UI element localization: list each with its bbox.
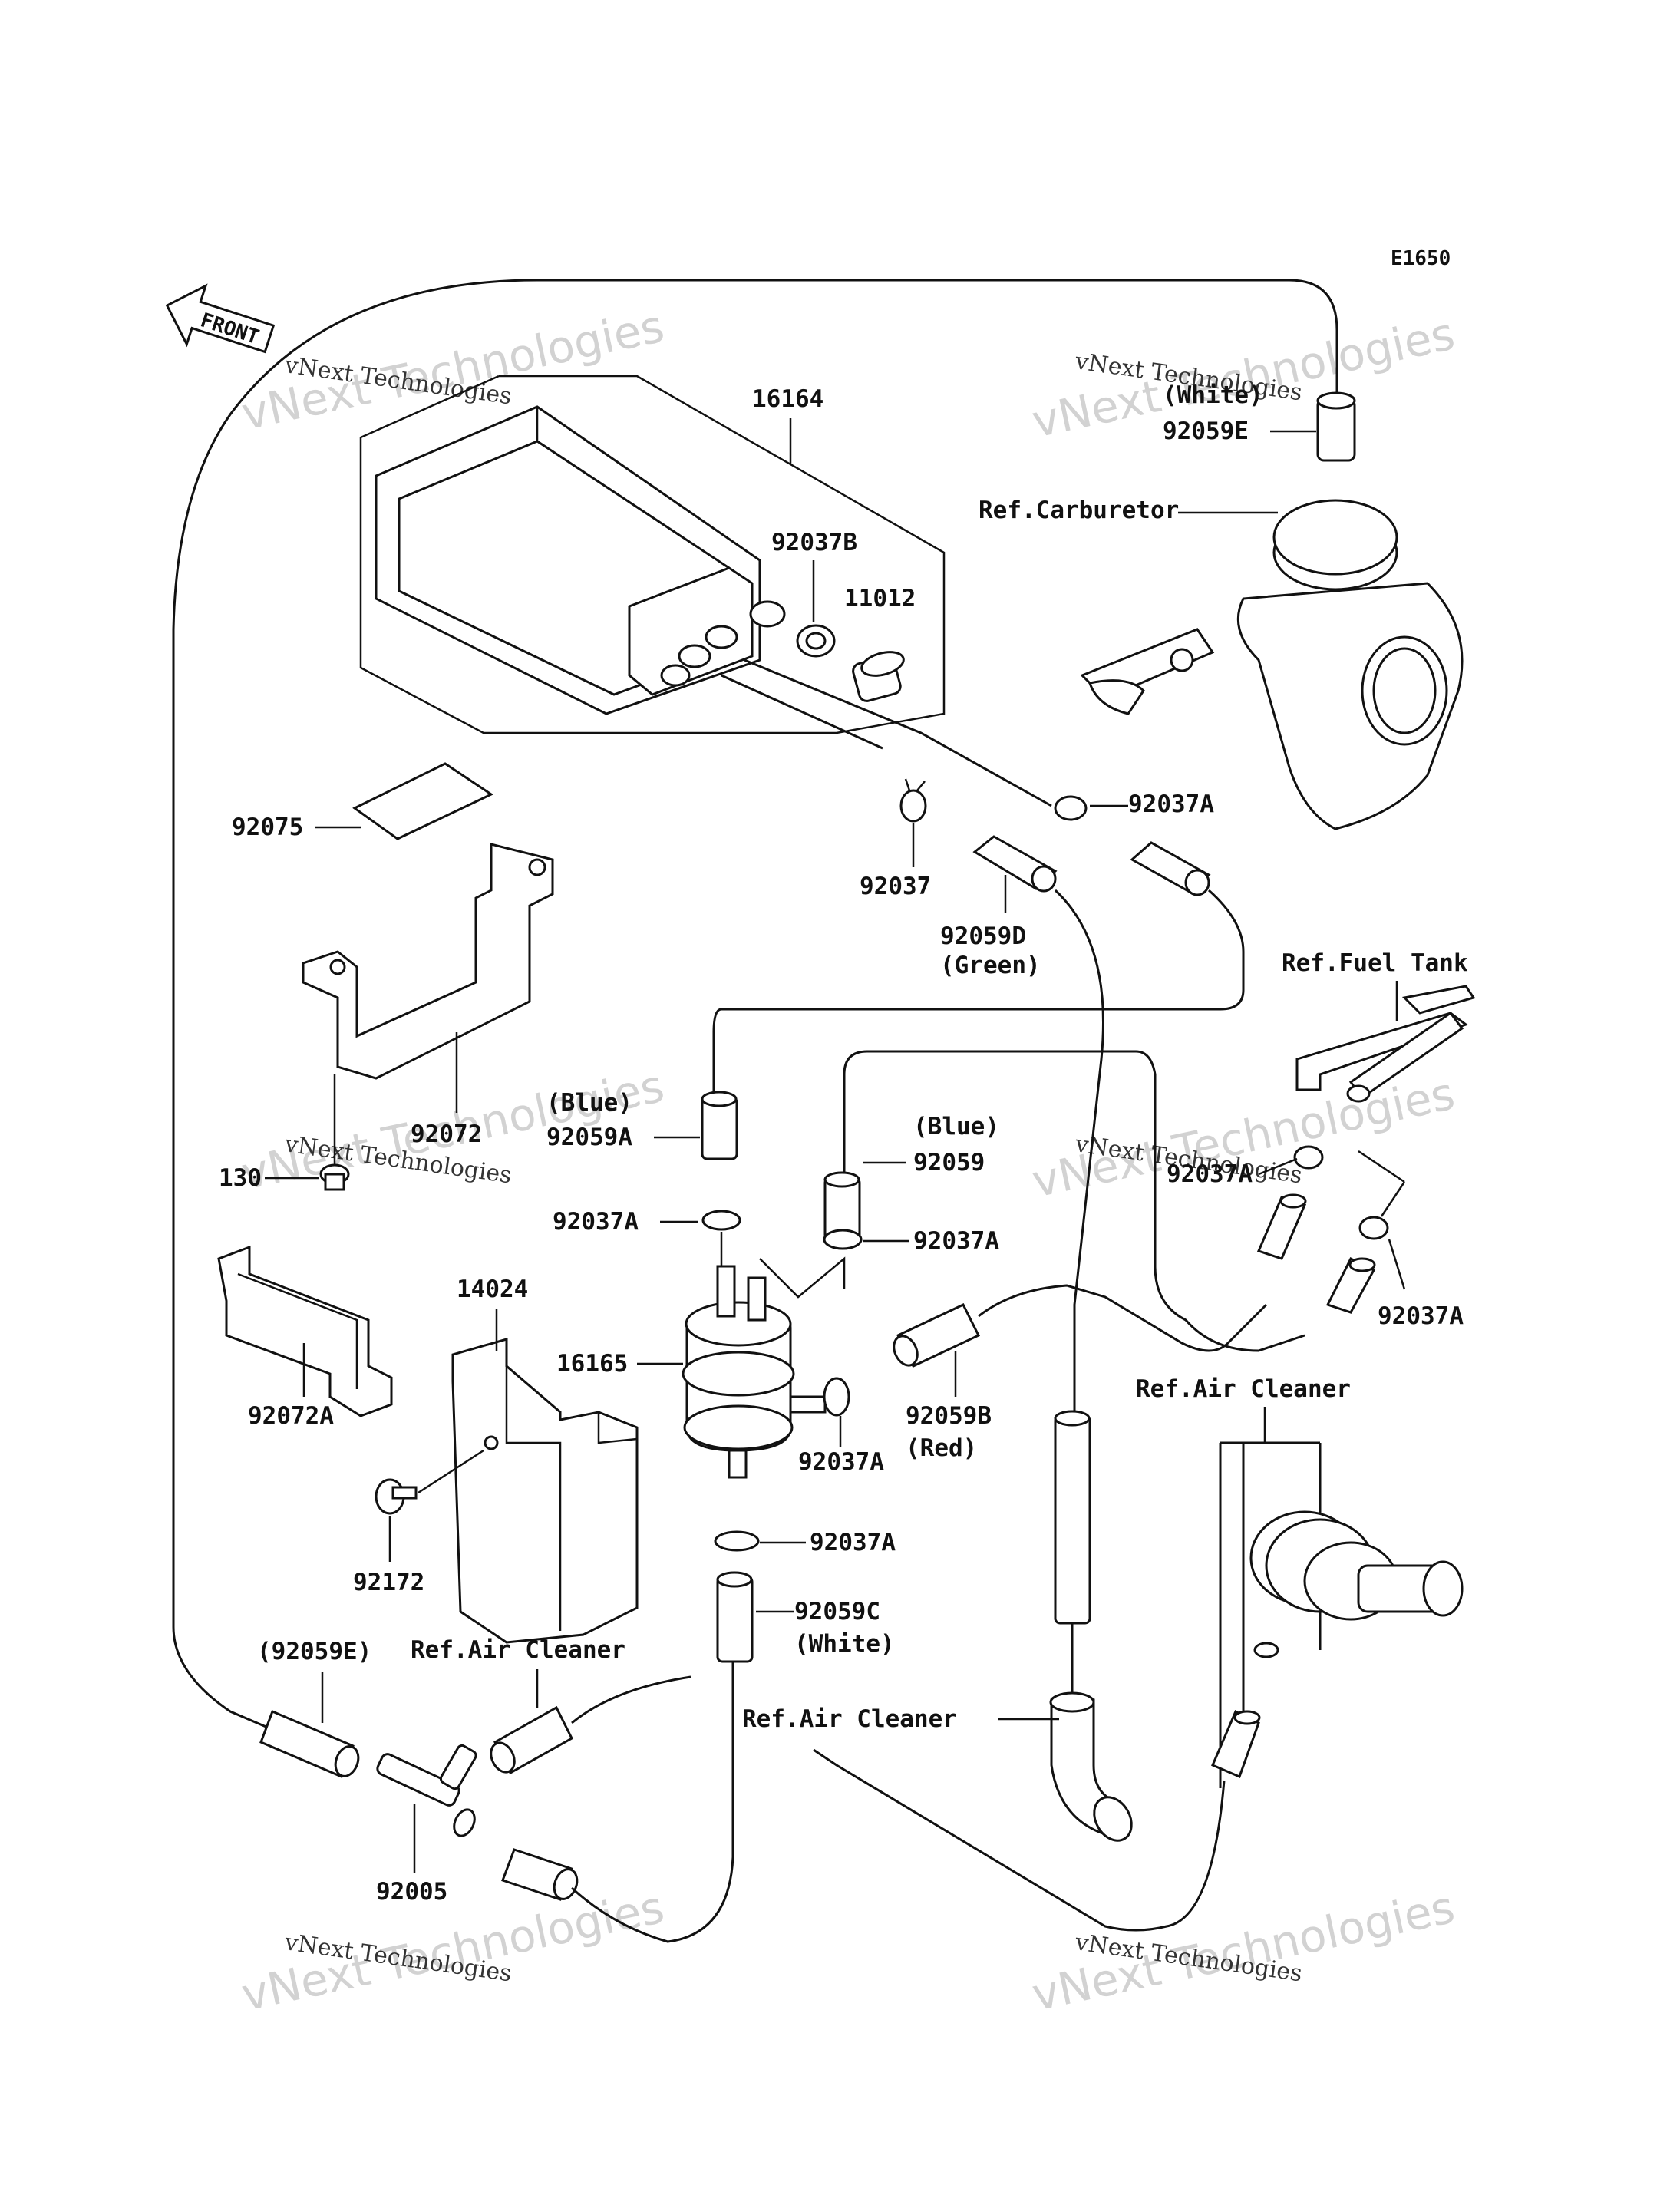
fuel-pump-16165 <box>682 1265 827 1479</box>
cover-14024 <box>451 1338 639 1644</box>
label-92037A-pump: 92037A <box>798 1448 884 1476</box>
label-92059A: 92059A <box>546 1124 632 1151</box>
hose-92059 <box>823 1171 861 1241</box>
clamp-92037A-pump <box>823 1377 850 1417</box>
hose-bottom-left <box>501 1848 579 1901</box>
clamp-92037A-lower <box>714 1530 760 1552</box>
canister-16164 <box>375 405 786 715</box>
label-16165: 16165 <box>556 1350 628 1378</box>
hose-canister-to-92037 <box>721 674 883 750</box>
front-arrow-icon: FRONT <box>165 283 276 354</box>
ref-carburetor: Ref.Carburetor <box>979 497 1179 524</box>
label-130: 130 <box>219 1164 262 1192</box>
hose-air-cleaner-left <box>490 1705 573 1775</box>
hose-air-cleaner-bottom <box>813 1748 1226 1932</box>
hose-fueltank-2 <box>1325 1256 1376 1314</box>
label-92037: 92037 <box>860 873 931 900</box>
label-92059D: 92059D <box>940 922 1026 950</box>
fuel-tank-fitting <box>1295 985 1476 1103</box>
label-16164: 16164 <box>752 385 823 413</box>
clamp-92037A-fueltank <box>1293 1145 1389 1240</box>
hose-92059-right <box>1135 1050 1305 1352</box>
hose-canister-to-92037A <box>744 658 1052 807</box>
hose-92059D <box>972 835 1058 893</box>
hose-92059B-line <box>978 1284 1268 1352</box>
bolt-130 <box>319 1074 350 1191</box>
hose-92059A <box>701 1091 738 1160</box>
label-92037B: 92037B <box>771 529 857 556</box>
air-cleaner-right <box>1219 1441 1464 1788</box>
label-92072: 92072 <box>411 1120 482 1148</box>
clamp-92037A-mid <box>823 1229 863 1250</box>
ref-air-cleaner-right: Ref.Air Cleaner <box>1136 1375 1351 1403</box>
label-92072A: 92072A <box>248 1402 334 1430</box>
diagram-code: E1650 <box>1391 247 1451 270</box>
label-92059E-paren: (92059E) <box>257 1638 371 1665</box>
bracket-92072 <box>302 843 554 1080</box>
label-14024: 14024 <box>457 1276 528 1303</box>
label-11012: 11012 <box>844 585 916 612</box>
label-92037A-fueltank2: 92037A <box>1378 1302 1464 1330</box>
hose-fueltank-1 <box>1256 1193 1307 1260</box>
hose-air-cleaner-right <box>1211 1709 1261 1779</box>
ref-air-cleaner-left: Ref.Air Cleaner <box>411 1636 625 1664</box>
label-92059D-color: (Green) <box>940 952 1041 979</box>
clamp-92037B <box>796 624 836 658</box>
hose-long-vertical <box>1054 1410 1091 1625</box>
carburetor <box>1080 499 1464 830</box>
hose-92059-loop <box>843 1050 1136 1178</box>
hose-canister-down <box>1054 889 1104 1412</box>
hose-92059B <box>893 1303 981 1368</box>
hose-92059E-bottom <box>259 1710 360 1778</box>
pad-92075 <box>352 762 494 840</box>
ref-air-cleaner-bottom: Ref.Air Cleaner <box>742 1705 957 1733</box>
hose-piece-right <box>1130 841 1211 896</box>
ref-fuel-tank: Ref.Fuel Tank <box>1282 949 1468 977</box>
strap-92072A <box>217 1245 393 1417</box>
screw-92172 <box>375 1478 418 1515</box>
label-92059C-color: (White) <box>794 1630 895 1658</box>
label-92037A-left: 92037A <box>553 1208 639 1236</box>
label-92059: 92059 <box>913 1149 985 1177</box>
label-92059E-color: (White) <box>1163 381 1263 409</box>
elbow-air-cleaner <box>1049 1691 1133 1842</box>
label-92037A-mid: 92037A <box>913 1227 999 1255</box>
label-92059E: 92059E <box>1163 417 1249 445</box>
tee-joint-92005 <box>376 1744 477 1837</box>
label-92005: 92005 <box>376 1878 447 1906</box>
label-92075: 92075 <box>232 814 303 841</box>
hose-92059E-top <box>1316 391 1356 462</box>
cap-11012 <box>852 651 905 702</box>
label-92172: 92172 <box>353 1569 424 1596</box>
label-92059B-color: (Red) <box>906 1434 977 1462</box>
label-92037A-top: 92037A <box>1128 790 1214 818</box>
clamp-92037A-left <box>701 1210 741 1231</box>
label-92059C: 92059C <box>794 1598 880 1625</box>
label-92059B: 92059B <box>906 1402 992 1430</box>
hose-right-loop <box>712 889 1245 1097</box>
label-92037A-lower: 92037A <box>810 1529 896 1556</box>
clamp-92037A-top <box>1054 795 1088 821</box>
label-92059-color: (Blue) <box>913 1113 999 1140</box>
label-92059A-color: (Blue) <box>546 1089 632 1117</box>
vent-hose-loop <box>172 279 1338 1736</box>
hose-92059C <box>716 1571 754 1663</box>
clamp-92037 <box>899 778 927 823</box>
canister-outline <box>359 375 946 734</box>
label-92037A-fueltank: 92037A <box>1167 1160 1253 1188</box>
